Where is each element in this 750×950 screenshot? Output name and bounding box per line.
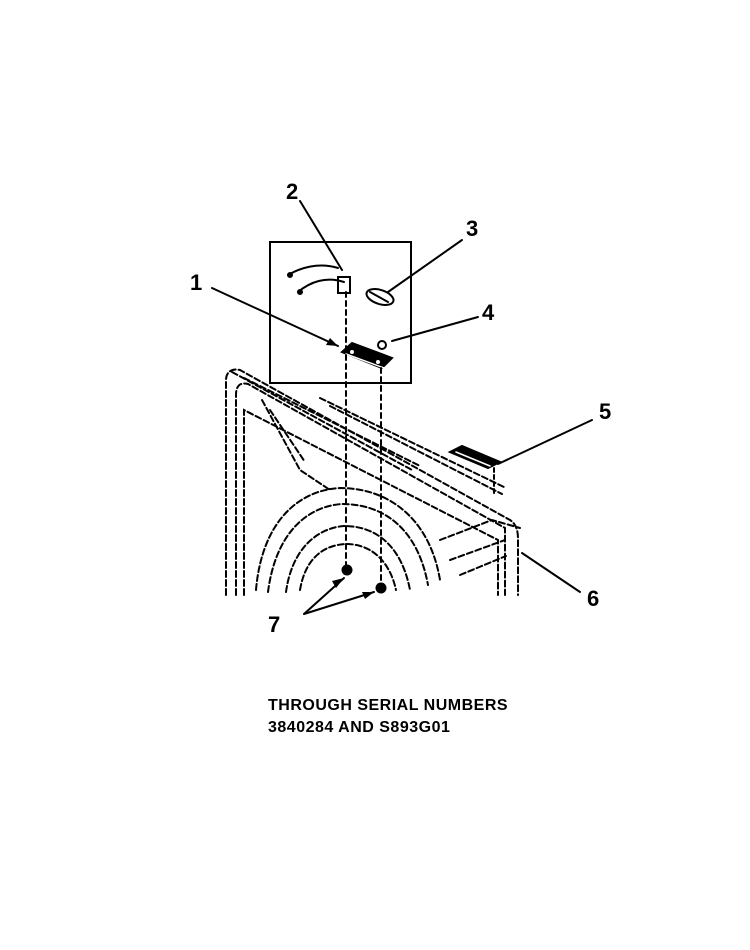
screw-part bbox=[377, 340, 387, 350]
callout-3: 3 bbox=[466, 216, 479, 241]
wire-harness-part bbox=[287, 264, 351, 295]
callout-7: 7 bbox=[268, 612, 281, 637]
detail-inset-box bbox=[269, 241, 412, 384]
mounting-screws-part bbox=[341, 564, 387, 594]
leader-6 bbox=[521, 552, 581, 593]
caption-line-2: 3840284 AND S893G01 bbox=[268, 719, 451, 736]
leader-7b bbox=[303, 591, 375, 615]
leader-3 bbox=[387, 239, 463, 293]
connector-part bbox=[365, 288, 395, 306]
leader-1 bbox=[211, 287, 339, 347]
callout-5: 5 bbox=[599, 399, 612, 424]
callout-2: 2 bbox=[286, 179, 299, 204]
leader-lines bbox=[211, 200, 593, 615]
callout-4: 4 bbox=[482, 300, 495, 325]
caption-line-1: THROUGH SERIAL NUMBERS bbox=[268, 697, 509, 714]
leader-5 bbox=[497, 419, 593, 465]
leader-2 bbox=[299, 200, 343, 271]
assembly-dashed-lines bbox=[345, 291, 382, 586]
callout-1: 1 bbox=[190, 270, 203, 295]
front-panel-part bbox=[225, 368, 521, 596]
leader-4 bbox=[391, 316, 479, 342]
bezel-insert-part bbox=[447, 444, 503, 495]
leader-arrowheads bbox=[326, 338, 374, 599]
callout-6: 6 bbox=[587, 586, 600, 611]
door-switch-part bbox=[340, 341, 394, 370]
